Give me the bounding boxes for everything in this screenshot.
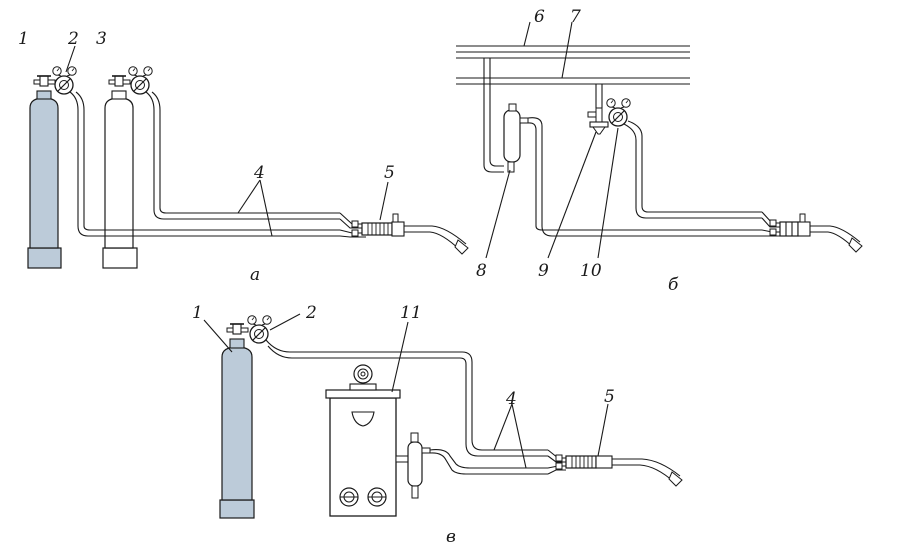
- acetylene-cylinder-a: [102, 75, 138, 269]
- regulator-c: [247, 315, 272, 344]
- valve-9: [587, 107, 609, 135]
- caption-c: в: [446, 527, 456, 547]
- torch-c: [555, 454, 683, 487]
- caption-a: а: [250, 265, 260, 285]
- label-4a: 4: [253, 163, 265, 183]
- label-11: 11: [400, 303, 422, 323]
- label-8: 8: [476, 261, 487, 281]
- pipelines: [456, 45, 690, 173]
- torch-b: [769, 213, 863, 253]
- label-2c: 2: [305, 303, 317, 323]
- leaders-c: [203, 313, 609, 469]
- hoses-c: [265, 339, 566, 475]
- label-9: 9: [538, 261, 549, 281]
- label-1c: 1: [192, 303, 203, 323]
- panel-c: 1 2 11 4 5 в: [192, 303, 683, 547]
- hoses-b: [527, 117, 784, 237]
- panel-b: 6 7 8 9 10 б: [456, 7, 863, 295]
- regulator-a2: [128, 66, 153, 95]
- acetylene-generator-11: [325, 364, 401, 517]
- label-4c: 4: [505, 389, 517, 409]
- label-10: 10: [580, 261, 602, 281]
- hoses-a: [69, 91, 366, 238]
- label-5a: 5: [384, 163, 395, 183]
- water-seal-8: [503, 103, 529, 173]
- leaders-a: [65, 45, 389, 237]
- torch-a: [351, 213, 469, 255]
- label-1a: 1: [18, 29, 29, 49]
- leaders-b: [485, 21, 619, 259]
- water-seal-c: [395, 432, 431, 499]
- panel-a: 1 2 3 4 5 а: [18, 29, 469, 285]
- regulator-a1: [52, 66, 77, 95]
- label-7: 7: [570, 7, 581, 27]
- label-2a: 2: [67, 29, 79, 49]
- label-3: 3: [96, 29, 107, 49]
- regulator-10: [606, 98, 631, 127]
- label-5c: 5: [604, 387, 615, 407]
- label-6: 6: [534, 7, 545, 27]
- oxygen-cylinder-c: [219, 323, 255, 519]
- oxygen-cylinder-a: [27, 75, 62, 269]
- caption-b: б: [668, 275, 679, 295]
